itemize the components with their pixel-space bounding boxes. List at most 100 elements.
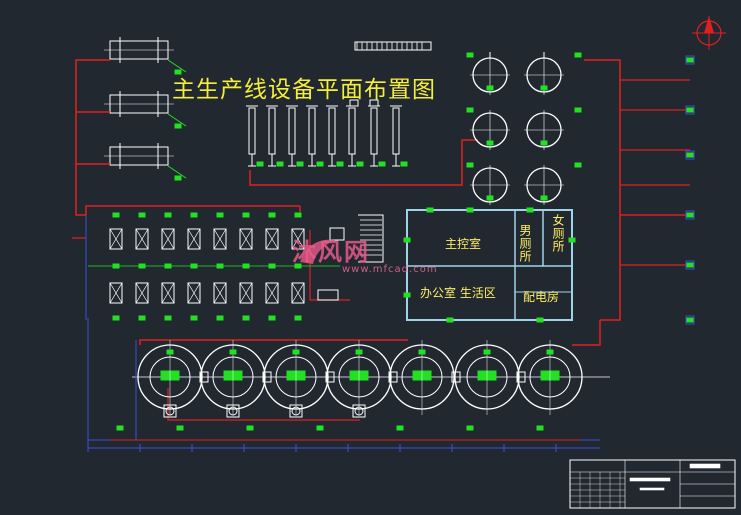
vertical-column [288,107,296,155]
womens-toilet-label: 女厕所 [551,214,565,253]
grid-marker [138,315,146,321]
control-room-label: 主控室 [445,237,482,251]
pump [289,404,303,418]
filter-unit [239,282,253,304]
filter-unit [187,228,201,250]
grid-marker [164,212,172,218]
filter-unit [187,282,201,304]
filter-cross [135,282,149,304]
tank-marker [355,349,363,355]
pipe [75,59,110,216]
column-top [369,99,379,107]
pump-impeller [354,406,364,416]
grid-marker [466,52,474,58]
building-outline [406,209,573,321]
grid-marker [526,207,534,213]
vertical-column [248,107,256,155]
equipment-box [329,227,345,241]
tank-marker [486,85,494,91]
grid-marker [138,212,146,218]
pump [163,404,177,418]
pipe [249,139,478,186]
vertical-column [392,107,400,155]
branch-end [685,105,695,115]
tank-marker [483,349,491,355]
title-block-fill [689,463,721,469]
grid-marker [316,425,324,431]
filter-cross [109,282,123,304]
filter-unit [135,228,149,250]
branch-end [685,260,695,270]
pipe [167,388,360,421]
watermark: 沐风网 www.mfcad.com [292,232,438,275]
grid-marker [294,315,302,321]
grid-marker [574,52,582,58]
grid-marker [426,207,434,213]
branch-end [685,315,695,325]
grid-marker [268,315,276,321]
tank-marker [166,349,174,355]
filter-unit [239,228,253,250]
tank-connector [516,371,526,383]
grid-marker [466,425,474,431]
pipe [85,205,300,215]
tank-marker [486,140,494,146]
branch-end-marker [686,107,694,113]
branch-end-marker [686,212,694,218]
filter-unit [213,282,227,304]
pump [352,404,366,418]
equipment-box [317,289,339,301]
grid-marker [190,212,198,218]
leader-line [167,59,187,73]
filter-cross [265,282,279,304]
vertical-column [348,107,356,155]
grid-marker [396,425,404,431]
grid-marker [242,212,250,218]
branch-end [685,210,695,220]
grid-marker [574,107,582,113]
tank-marker [292,349,300,355]
grid-marker [116,425,124,431]
pipe [572,320,601,346]
filter-unit [161,282,175,304]
tank-connector [199,371,209,383]
grid-marker [568,237,576,243]
column-marker [296,161,304,167]
branch-end-marker [686,57,694,63]
filter-cross [109,228,123,250]
filter-unit [109,228,123,250]
filter-unit [161,228,175,250]
tank-marker [174,123,182,129]
pump [226,404,240,418]
branch-end-marker [686,152,694,158]
grid-marker [574,162,582,168]
pump-impeller [165,406,175,416]
filter-cross [213,228,227,250]
grid-marker [446,317,454,323]
tank-marker [174,69,182,75]
filter-unit [213,228,227,250]
filter-cross [213,282,227,304]
column-marker [316,161,324,167]
tank-marker [418,349,426,355]
tank-marker [229,349,237,355]
grid-marker [242,315,250,321]
column-marker [400,161,408,167]
pump-impeller [228,406,238,416]
grid-marker [403,237,411,243]
grid-marker [268,212,276,218]
branch-end-marker [686,262,694,268]
tank-marker [546,349,554,355]
column-top [349,99,359,107]
column-marker [276,161,284,167]
tank-connector [262,371,272,383]
north-arrow-head [704,16,714,33]
vertical-column [370,107,378,155]
filter-unit [265,282,279,304]
dimension-line [87,318,600,449]
vertical-column [308,107,316,155]
title-block-fill [639,487,665,491]
column-marker [378,161,386,167]
drawing-title: 主生产线设备平面布置图 [172,77,436,103]
